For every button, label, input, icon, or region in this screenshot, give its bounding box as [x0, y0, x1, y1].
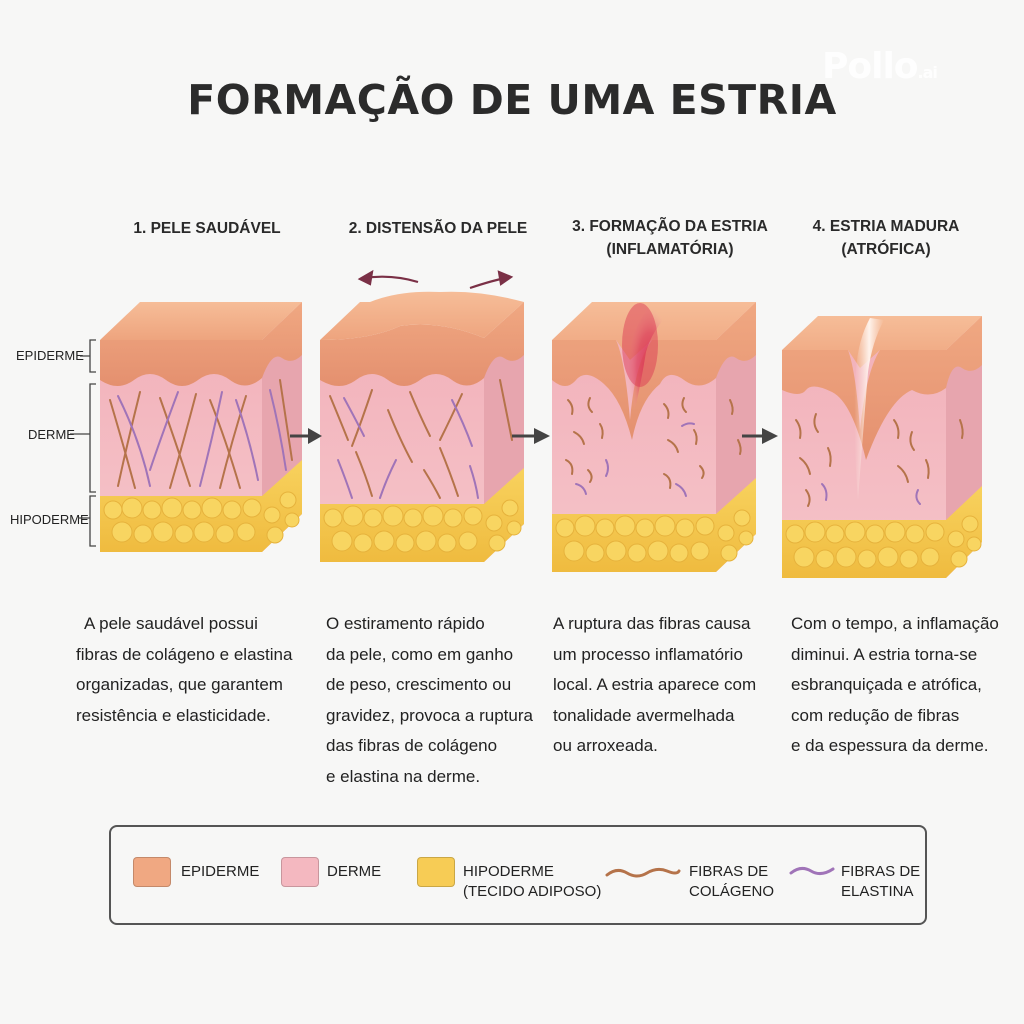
fat-cells	[103, 491, 300, 544]
legend-swatch-epidermis	[133, 857, 171, 887]
skin-block-healthy	[100, 302, 302, 552]
label-derme: DERME	[28, 427, 75, 442]
legend-swatch-hypodermis	[417, 857, 455, 887]
epidermis-front	[320, 302, 524, 386]
skin-block-stretched	[320, 269, 524, 562]
broken-collagen-fibers	[565, 397, 742, 489]
legend-swatch-dermis	[281, 857, 319, 887]
legend-elastin-line	[789, 866, 835, 876]
stage-1-description: A pele saudável possui fibras de colágen…	[76, 614, 293, 725]
legend-label-elastin: FIBRAS DE ELASTINA	[841, 863, 921, 900]
sparse-elastin-fibers	[821, 483, 921, 505]
page-title: FORMAÇÃO DE UMA ESTRIA	[187, 76, 837, 124]
legend-label-dermis: DERME	[327, 863, 382, 880]
label-epiderme: EPIDERME	[16, 348, 84, 363]
stage-4-description: Com o tempo, a inflamação diminui. A est…	[791, 614, 999, 755]
epidermis-top	[320, 291, 524, 340]
stage-1-title: 1. PELE SAUDÁVEL	[133, 220, 281, 237]
epidermis-front	[782, 316, 982, 460]
skin-block-inflammatory	[552, 302, 756, 572]
legend-label-hypodermis: HIPODERME (TECIDO ADIPOSO)	[463, 863, 602, 900]
stretch-arrows	[357, 269, 514, 290]
layer-brackets	[70, 339, 96, 547]
process-arrows	[290, 428, 778, 444]
stage-2-description: O estiramento rápido da pele, como em ga…	[326, 614, 533, 786]
legend-label-collagen: FIBRAS DE COLÁGENO	[689, 863, 775, 900]
label-hipoderme: HIPODERME	[10, 512, 89, 527]
legend-label-epidermis: EPIDERME	[181, 863, 260, 880]
elastin-fibers	[337, 397, 479, 499]
sparse-collagen-fibers	[795, 413, 964, 507]
fat-cells	[785, 515, 982, 569]
epidermis-top	[782, 316, 982, 368]
collagen-fibers	[109, 379, 293, 489]
inflammation-zone	[628, 308, 672, 430]
epidermis-top	[100, 302, 302, 340]
stage-3-title: 3. FORMAÇÃO DA ESTRIA (INFLAMATÓRIA)	[572, 218, 768, 258]
fat-cells	[555, 509, 754, 563]
stage-2-title: 2. DISTENSÃO DA PELE	[348, 220, 528, 237]
epidermis-front	[552, 302, 756, 440]
legend-collagen-line	[605, 867, 681, 878]
broken-elastin-fibers	[575, 422, 695, 497]
collagen-fibers	[329, 379, 513, 499]
fat-cells	[323, 499, 522, 553]
stage-4-title: 4. ESTRIA MADURA (ATRÓFICA)	[812, 218, 960, 258]
skin-block-atrophic	[782, 316, 982, 578]
atrophic-scar	[854, 318, 884, 500]
inflammation-core	[622, 303, 658, 387]
stage-3-description: A ruptura das fibras causa um processo i…	[553, 614, 757, 755]
legend: EPIDERME DERME HIPODERME (TECIDO ADIPOSO…	[109, 825, 927, 925]
epidermis-front	[100, 302, 302, 386]
elastin-fibers	[117, 389, 287, 487]
watermark-logo: Pollo.ai	[822, 46, 938, 87]
